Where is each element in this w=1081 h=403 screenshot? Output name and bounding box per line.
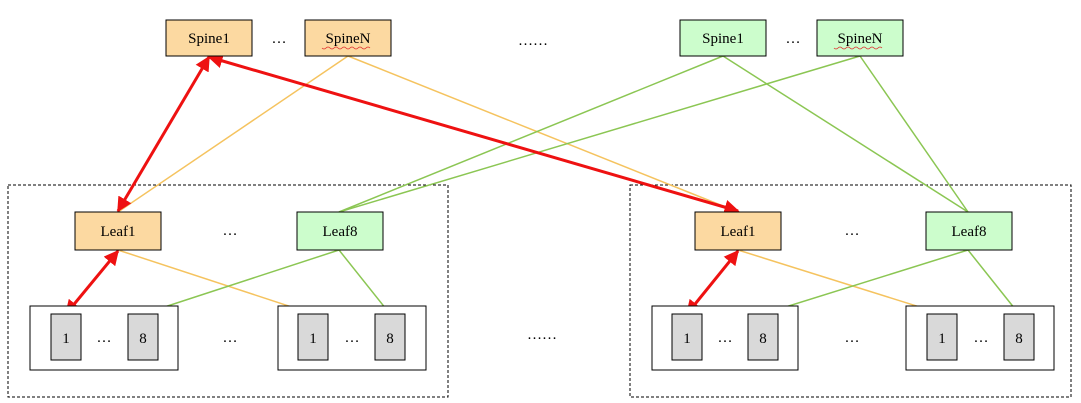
leaf-layer: Leaf1 … Leaf8 Leaf1 … Leaf8 (74, 211, 1013, 251)
spellcheck-underline (321, 46, 371, 50)
server-label: 8 (1015, 331, 1023, 347)
link-spine-right-n-to-leaf-right-8 (859, 55, 969, 213)
server-label: 8 (386, 331, 394, 347)
server-group-ellipsis: … (223, 330, 238, 346)
leaf-left-8-label: Leaf8 (323, 224, 358, 240)
leaf-right-8-box (925, 211, 1013, 251)
leaf-left-1-box (74, 211, 162, 251)
link-leaf-right-1-to-server-group-4 (737, 249, 943, 315)
server-box (747, 313, 779, 361)
server-ellipsis: … (97, 330, 112, 346)
red-arrow-leaf-to-server-right (685, 249, 740, 316)
red-arrow-leaf-to-server-left (64, 249, 120, 316)
red-arrow-spine-to-leaf-right (207, 53, 740, 215)
spine-right-ellipsis: … (786, 31, 801, 47)
spine-left-1-label: Spine1 (188, 31, 230, 47)
leaf-left-ellipsis: … (223, 223, 238, 239)
server-box (127, 313, 159, 361)
highlighted-path (64, 53, 740, 316)
server-group-ellipsis: … (845, 330, 860, 346)
link-leaf-right-8-to-server-group-4 (967, 249, 1020, 315)
link-leaf-left-8-to-server-group-1 (142, 249, 340, 315)
link-spine-right-n-to-leaf-left-8 (338, 55, 861, 213)
server-ellipsis: … (345, 330, 360, 346)
link-spine-left-n-to-leaf-right-1 (347, 55, 739, 213)
spine-right-n-box (816, 19, 904, 57)
spine-layer: Spine1 … SpineN …… Spine1 … SpineN (165, 19, 904, 57)
server-label: 8 (139, 331, 147, 347)
server-label: 1 (309, 331, 317, 347)
pod-group-right (629, 184, 1072, 398)
red-arrow-spine-to-leaf-left (116, 55, 211, 213)
link-spine-right-1-to-leaf-right-8 (722, 55, 969, 213)
leaf-left-1-label: Leaf1 (101, 224, 136, 240)
link-leaf-left-1-to-server-group-2 (117, 249, 314, 315)
server-label: 1 (62, 331, 70, 347)
server-box (374, 313, 406, 361)
spellcheck-underline (833, 46, 883, 50)
leaf-right-8-label: Leaf8 (952, 224, 987, 240)
leaf-right-1-box (694, 211, 782, 251)
spine-right-1-box (679, 19, 767, 57)
server-box (297, 313, 329, 361)
spine-left-ellipsis: … (272, 31, 287, 47)
server-box (926, 313, 958, 361)
spine-left-n-label: SpineN (326, 31, 371, 47)
pod-ellipsis: …… (527, 327, 557, 343)
spine-right-n-label: SpineN (838, 31, 883, 47)
server-ellipsis: … (718, 330, 733, 346)
spine-planes-ellipsis: …… (518, 33, 548, 49)
link-spine-left-n-to-leaf-left-1 (117, 55, 349, 213)
server-box (1003, 313, 1035, 361)
server-layer: 1 … 8 … 1 … 8 …… 1 … 8 … 1 … 8 (29, 305, 1055, 371)
server-label: 8 (759, 331, 767, 347)
server-label: 1 (938, 331, 946, 347)
leaf-right-ellipsis: … (845, 223, 860, 239)
link-leaf-left-8-to-server-group-2 (338, 249, 391, 315)
server-box (50, 313, 82, 361)
leaf-left-8-box (296, 211, 384, 251)
server-label: 1 (683, 331, 691, 347)
link-leaf-right-8-to-server-group-3 (762, 249, 969, 315)
spine-right-1-label: Spine1 (702, 31, 744, 47)
server-ellipsis: … (974, 330, 989, 346)
leaf-right-1-label: Leaf1 (721, 224, 756, 240)
server-box (671, 313, 703, 361)
spine-left-1-box (165, 19, 253, 57)
spine-left-n-box (304, 19, 392, 57)
